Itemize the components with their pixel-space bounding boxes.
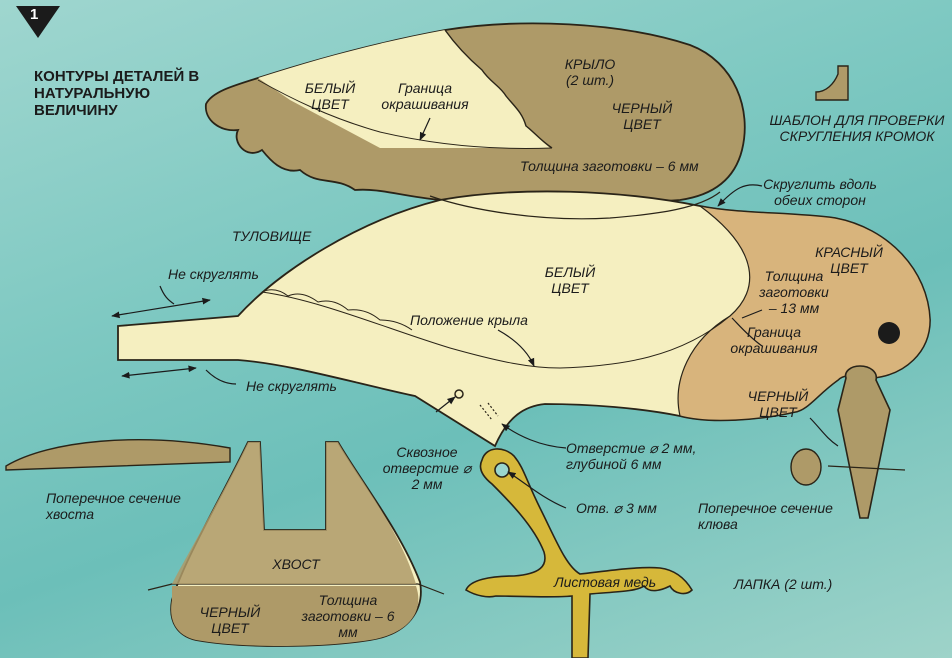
head-paint-border-label: Граница окрашивания bbox=[730, 324, 818, 356]
head-border-leader bbox=[731, 317, 763, 347]
round-both-sides-label: Скруглить вдоль обеих сторон bbox=[763, 176, 877, 208]
beak-black-color-label: ЧЕРНЫЙ ЦВЕТ bbox=[747, 388, 809, 420]
tail-black-color-label: ЧЕРНЫЙ ЦВЕТ bbox=[199, 604, 261, 636]
eye bbox=[878, 322, 900, 344]
tail-upper-fill bbox=[172, 442, 416, 584]
wing-white-area bbox=[258, 30, 550, 148]
blind-hole-marker bbox=[479, 402, 499, 421]
template-label: ШАБЛОН ДЛЯ ПРОВЕРКИ СКРУГЛЕНИЯ КРОМОК bbox=[769, 112, 945, 144]
wing-position-leader bbox=[497, 329, 535, 367]
wing-bottom-edge-on-body bbox=[429, 191, 721, 220]
wing-count-label: (2 шт.) bbox=[565, 72, 614, 88]
round-edge-leader bbox=[717, 184, 763, 207]
tail-cross-section-shape bbox=[5, 439, 231, 471]
wing-part bbox=[205, 22, 746, 206]
wing-border-leader bbox=[419, 117, 431, 141]
wing-black-color-label: ЧЕРНЫЙ ЦВЕТ bbox=[611, 100, 673, 132]
tail-name-label: ХВОСТ bbox=[272, 556, 320, 572]
body-white-color-label: БЕЛЫЙ ЦВЕТ bbox=[544, 264, 596, 296]
through-hole-marker bbox=[454, 389, 464, 399]
beak-black-leader bbox=[809, 417, 839, 447]
foot-outline bbox=[465, 448, 694, 658]
foot-hole-marker bbox=[494, 462, 510, 478]
wing-paint-border-line bbox=[444, 29, 553, 149]
rounding-template-shape bbox=[815, 65, 849, 101]
foot-hole-label: Отв. ⌀ 3 мм bbox=[576, 500, 657, 516]
no-round-bottom-arrow bbox=[121, 365, 197, 379]
no-round-bottom-label: Не скруглять bbox=[246, 378, 337, 394]
no-round-top-arrow bbox=[111, 297, 211, 319]
beak-shape bbox=[837, 365, 891, 519]
wing-name-label: КРЫЛО bbox=[564, 56, 616, 72]
blind-hole-leader bbox=[501, 423, 567, 449]
body-name-label: ТУЛОВИЩЕ bbox=[232, 228, 312, 244]
figure-number: 1 bbox=[30, 6, 39, 23]
no-round-top-label: Не скруглять bbox=[168, 266, 259, 282]
foot-material-label: Листовая медь bbox=[554, 574, 657, 590]
head-red-color-label: КРАСНЫЙ ЦВЕТ bbox=[815, 244, 883, 276]
beak-part bbox=[790, 365, 906, 519]
foot-name-label: ЛАПКА (2 шт.) bbox=[734, 576, 833, 592]
foot-hole-leader bbox=[507, 471, 567, 509]
through-hole-label: Сквозное отверстие ⌀ 2 мм bbox=[382, 444, 472, 492]
wing-position-label: Положение крыла bbox=[410, 312, 528, 328]
wing-paint-border-label: Граница окрашивания bbox=[381, 80, 469, 112]
wing-thickness-label: Толщина заготовки – 6 мм bbox=[520, 158, 699, 174]
beak-cross-section-label: Поперечное сечение клюва bbox=[698, 500, 833, 532]
wing-position-line bbox=[261, 291, 731, 369]
body-thickness-label: Толщина заготовки – 13 мм bbox=[759, 268, 829, 316]
tail-black-area bbox=[171, 586, 419, 646]
tail-part bbox=[147, 441, 445, 647]
through-hole-leader bbox=[435, 396, 456, 413]
wing-white-lower-edge bbox=[257, 79, 553, 149]
beak-section-line bbox=[827, 465, 906, 471]
figure-title: КОНТУРЫ ДЕТАЛЕЙ В НАТУРАЛЬНУЮ ВЕЛИЧИНУ bbox=[34, 68, 200, 119]
leader-lines bbox=[111, 117, 839, 509]
tail-cross-section-label: Поперечное сечение хвоста bbox=[46, 490, 181, 522]
wing-position-scallop bbox=[261, 289, 413, 331]
wing-white-color-label: БЕЛЫЙ ЦВЕТ bbox=[304, 80, 356, 112]
figure-number-badge bbox=[16, 6, 60, 38]
no-round-top-leader bbox=[159, 285, 175, 305]
blind-hole-label: Отверстие ⌀ 2 мм, глубиной 6 мм bbox=[566, 440, 697, 472]
head-thickness-leader bbox=[741, 309, 763, 319]
tail-thickness-label: Толщина заготовки – 6 мм bbox=[301, 592, 395, 640]
no-round-bottom-leader bbox=[205, 369, 237, 385]
foot-part bbox=[465, 448, 694, 658]
beak-cross-section-shape bbox=[790, 448, 822, 486]
